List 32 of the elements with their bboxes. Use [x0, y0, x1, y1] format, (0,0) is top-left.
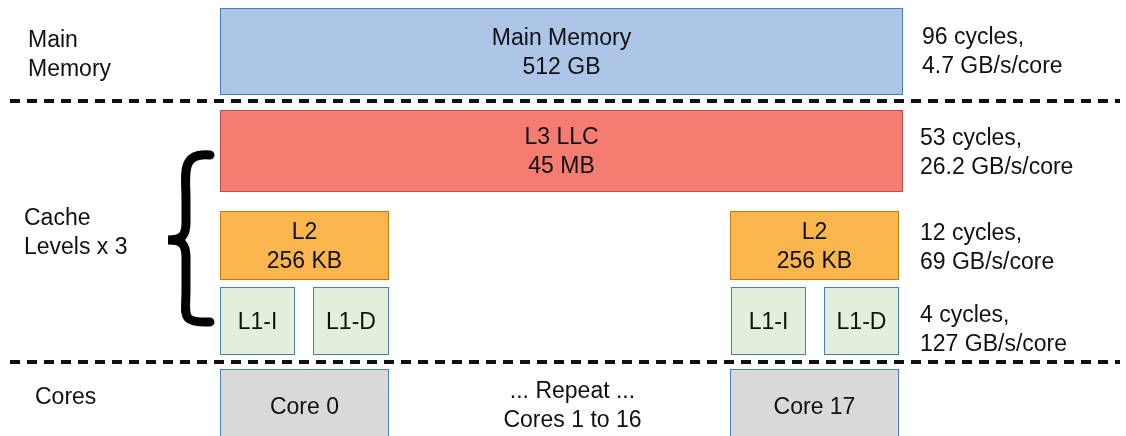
- core-block: [220, 369, 389, 436]
- cache-block: [731, 287, 806, 355]
- block-title: Main Memory: [491, 22, 632, 52]
- latency-note: 96 cycles, 4.7 GB/s/core: [922, 22, 1064, 80]
- cache-block: [824, 287, 899, 355]
- block-size: 45 MB: [528, 151, 595, 180]
- block-title: Core 17: [773, 392, 856, 421]
- block-title: L1-D: [836, 306, 887, 336]
- cache-block: [730, 211, 899, 280]
- latency-note: 12 cycles, 69 GB/s/core: [920, 218, 1056, 276]
- level-label: Cache Levels x 3: [24, 203, 129, 261]
- latency-note: 4 cycles, 127 GB/s/core: [920, 300, 1069, 358]
- block-title: L1-D: [326, 306, 376, 336]
- latency-note: 53 cycles, 26.2 GB/s/core: [920, 123, 1075, 181]
- cache-block: [220, 110, 903, 192]
- level-label: Cores: [35, 382, 98, 411]
- repeat-note: ... Repeat ... Cores 1 to 16: [502, 376, 643, 434]
- block-size: 256 KB: [776, 245, 853, 275]
- block-title: L2: [801, 216, 828, 246]
- core-block: [730, 369, 899, 436]
- block-title: L1-I: [237, 306, 278, 336]
- memory-block: [220, 8, 903, 95]
- block-title: L2: [291, 216, 318, 246]
- block-size: 512 GB: [522, 51, 601, 81]
- block-title: Core 0: [269, 392, 339, 421]
- cache-block: [220, 287, 295, 355]
- level-label: Main Memory: [28, 25, 113, 83]
- block-title: L1-I: [748, 306, 789, 336]
- block-size: 256 KB: [266, 245, 343, 275]
- cache-block: [313, 287, 389, 355]
- cache-block: [220, 211, 389, 280]
- block-title: L3 LLC: [524, 122, 599, 151]
